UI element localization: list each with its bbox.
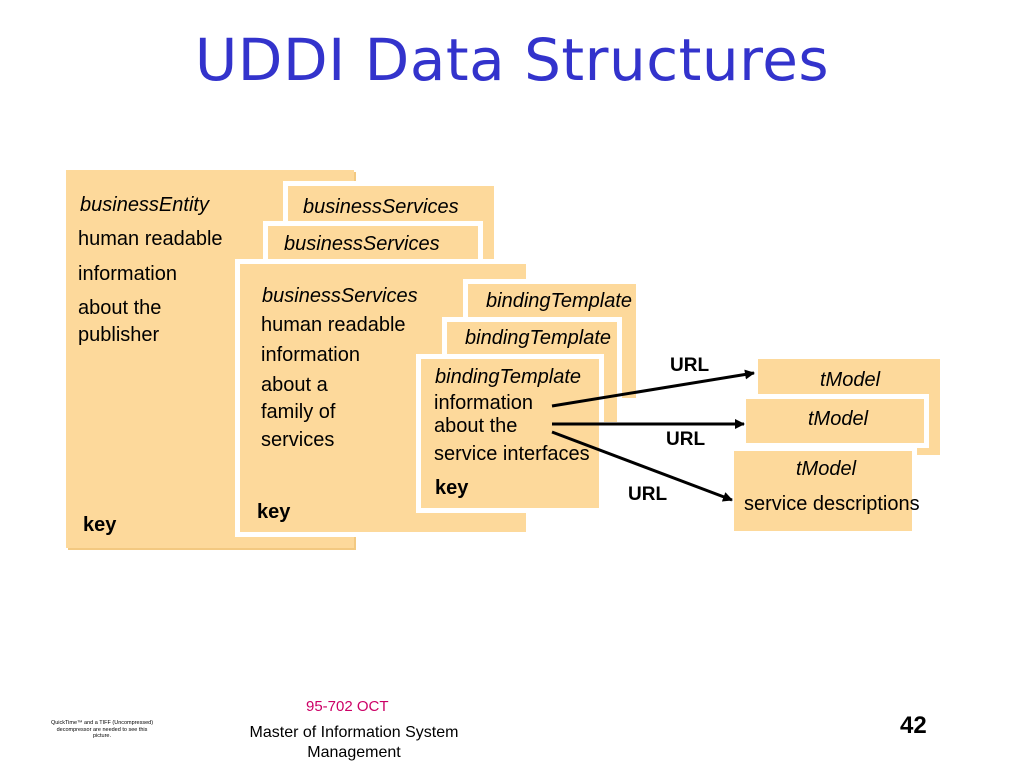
tmodel-description: service descriptions — [744, 493, 920, 515]
business-services-key: key — [257, 501, 291, 523]
business-entity-text: information — [78, 263, 177, 285]
business-services-back-heading: businessServices — [303, 196, 459, 218]
business-entity-heading: businessEntity — [80, 194, 209, 216]
url-arrow-3 — [551, 430, 733, 502]
business-entity-text: human readable — [78, 228, 223, 250]
tmodel-box: tModel service descriptions — [729, 446, 920, 536]
binding-template-back-heading: bindingTemplate — [486, 290, 633, 312]
business-services-middle-heading: businessServices — [284, 233, 440, 255]
binding-template-key: key — [435, 477, 469, 499]
binding-template-text: service interfaces — [434, 443, 590, 465]
business-services-text: information — [261, 344, 360, 366]
binding-template-text: information — [434, 392, 533, 414]
department-name: Master of Information System Management — [249, 724, 459, 761]
business-entity-text: about the — [78, 297, 162, 319]
tmodel-middle-heading: tModel — [808, 408, 869, 430]
tmodel-middle-box: tModel — [741, 394, 929, 448]
business-services-text: about a — [261, 374, 328, 396]
course-code: 95-702 OCT — [306, 698, 389, 715]
business-services-text: human readable — [261, 314, 406, 336]
url-arrow-1 — [551, 369, 755, 408]
url-label-3: URL — [628, 484, 668, 505]
binding-template-heading: bindingTemplate — [435, 366, 582, 388]
business-entity-key: key — [83, 514, 117, 536]
business-entity-text: publisher — [78, 324, 160, 346]
url-label-2: URL — [666, 429, 706, 450]
binding-template-middle-heading: bindingTemplate — [465, 327, 612, 349]
tmodel-back-heading: tModel — [820, 369, 881, 391]
tmodel-heading: tModel — [796, 458, 857, 480]
business-services-heading: businessServices — [262, 285, 418, 307]
page-number: 42 — [900, 712, 927, 739]
quicktime-placeholder-text: QuickTime™ and a TIFF (Uncompressed) dec… — [50, 720, 154, 739]
url-label-1: URL — [670, 355, 710, 376]
business-services-text: services — [261, 429, 335, 451]
slide-title: UDDI Data Structures — [194, 26, 830, 94]
business-services-text: family of — [261, 401, 336, 423]
binding-template-box: bindingTemplate information about the se… — [416, 354, 604, 513]
binding-template-text: about the — [434, 415, 518, 437]
